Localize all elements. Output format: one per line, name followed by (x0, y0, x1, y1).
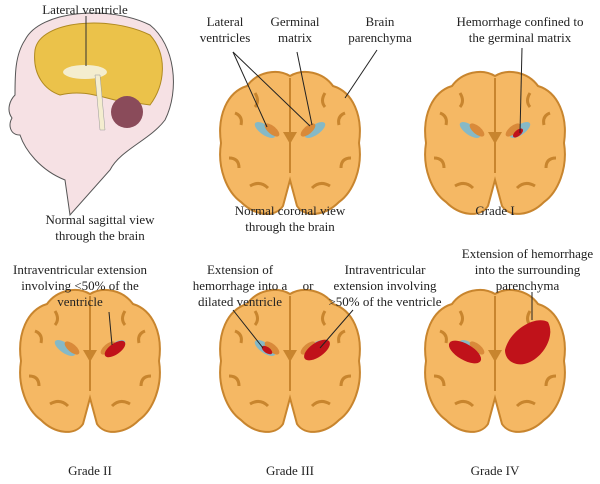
grade3-note-b-line3: >50% of the ventricle (328, 294, 442, 309)
sagittal-caption-line1: Normal sagittal view (45, 212, 155, 227)
normal-coronal-brain (218, 70, 362, 216)
grade2-note-line2: involving <50% of the (21, 278, 139, 293)
grade3-hemorrhage-left (261, 345, 273, 355)
grade3-brain (218, 288, 362, 434)
grade3-note-a-line3: dilated ventricle (197, 294, 283, 309)
grade1-note-line2: the germinal matrix (468, 30, 572, 45)
normal-caption-line1: Normal coronal view (234, 203, 346, 218)
leader-lines (108, 47, 533, 349)
grade2-caption: Grade II (68, 463, 112, 478)
grade3-note-a-line1: Extension of (206, 262, 274, 277)
grade4-brain (423, 288, 567, 434)
grade1-note-line1: Hemorrhage confined to (456, 14, 584, 29)
grade4-hemorrhage-left (448, 340, 482, 364)
grade4-note-line2: into the surrounding (474, 262, 581, 277)
grade4-note-line3: parenchyma (495, 278, 560, 293)
grade4-caption: Grade IV (470, 463, 520, 478)
label-lateral-ventricle: Lateral ventricle (42, 2, 128, 17)
grade3-note-b-line1: Intraventricular (344, 262, 426, 277)
grade2-note-line3: ventricle (57, 294, 103, 309)
grade3-hemorrhage-right (304, 339, 330, 361)
label-brain-parenchyma-1: Brain (365, 14, 395, 29)
label-brain-parenchyma-2: parenchyma (348, 30, 412, 45)
grade3-caption: Grade III (266, 463, 314, 478)
grade4-hemorrhage-right (505, 320, 551, 365)
label-germinal-matrix-2: matrix (278, 30, 312, 45)
grade3-or: or (302, 278, 314, 293)
grade2-brain (18, 288, 162, 434)
label-lateral-ventricles-2: ventricles (199, 30, 251, 45)
normal-caption-line2: through the brain (245, 219, 335, 234)
grade1-brain (423, 70, 567, 216)
grade1-caption: Grade I (475, 203, 515, 218)
grade3-note-b-line2: extension involving (333, 278, 437, 293)
grade2-note-line1: Intraventricular extension (13, 262, 147, 277)
grade4-note-line1: Extension of hemorrhage (461, 246, 594, 261)
label-lateral-ventricles-1: Lateral (206, 14, 244, 29)
grade2-hemorrhage (104, 340, 126, 358)
sagittal-caption-line2: through the brain (55, 228, 145, 243)
sagittal-head-illustration (8, 12, 174, 217)
label-germinal-matrix-1: Germinal (270, 14, 320, 29)
grade3-note-a-line2: hemorrhage into a (192, 278, 288, 293)
